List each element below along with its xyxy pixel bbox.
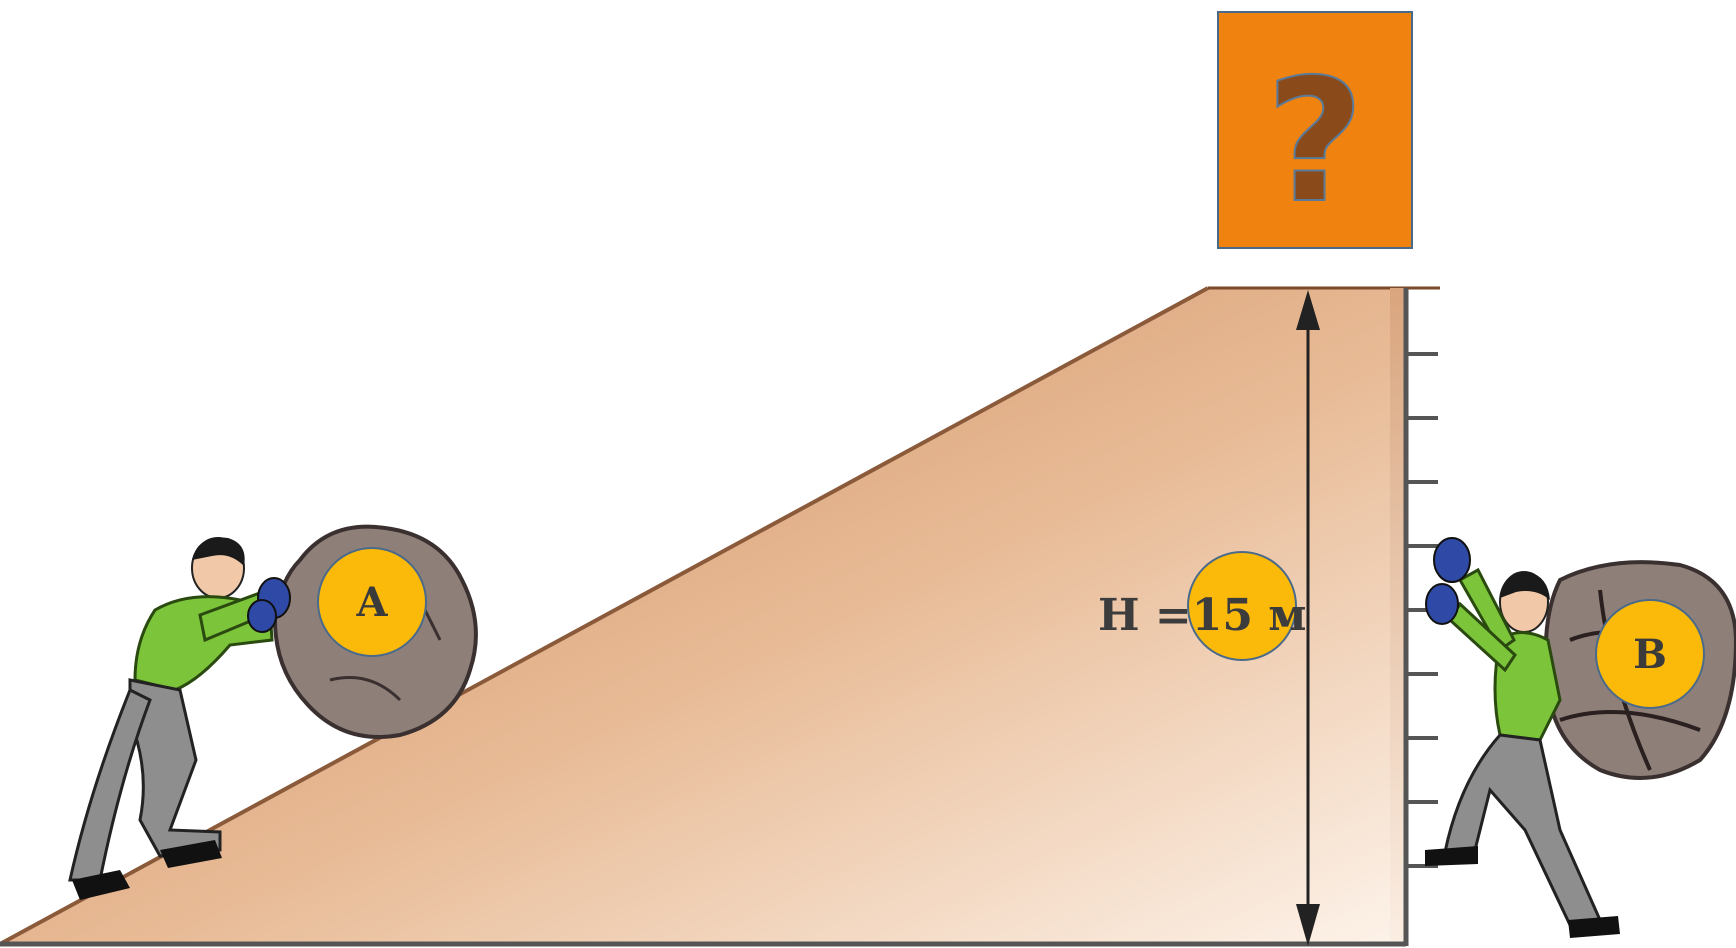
person-lifting-rock-icon: [1425, 537, 1736, 938]
vertical-wall: [1390, 288, 1409, 946]
label-a-badge: A: [317, 547, 427, 657]
height-badge: [1187, 551, 1297, 661]
label-b-badge: B: [1595, 599, 1705, 709]
question-mark-icon: ?: [1266, 43, 1365, 241]
height-arrow: [1296, 290, 1320, 946]
height-label: H =15 м: [1098, 590, 1307, 641]
question-box: ?: [1217, 11, 1413, 249]
label-a: A: [355, 579, 388, 626]
label-b: B: [1633, 631, 1667, 678]
ruler-ticks: [1406, 352, 1438, 868]
